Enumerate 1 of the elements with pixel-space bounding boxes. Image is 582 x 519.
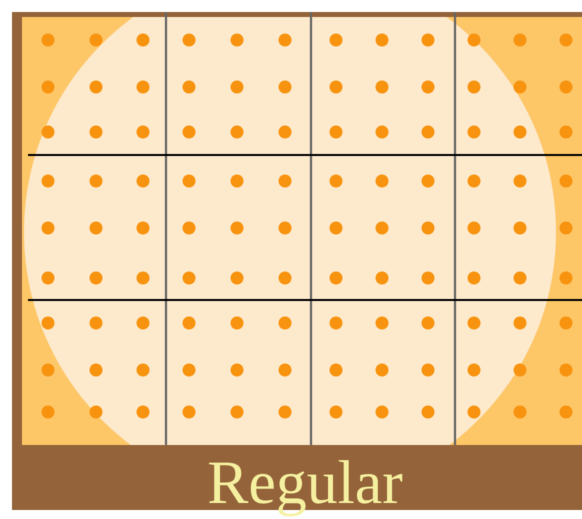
caption-text: Regular	[209, 460, 402, 516]
